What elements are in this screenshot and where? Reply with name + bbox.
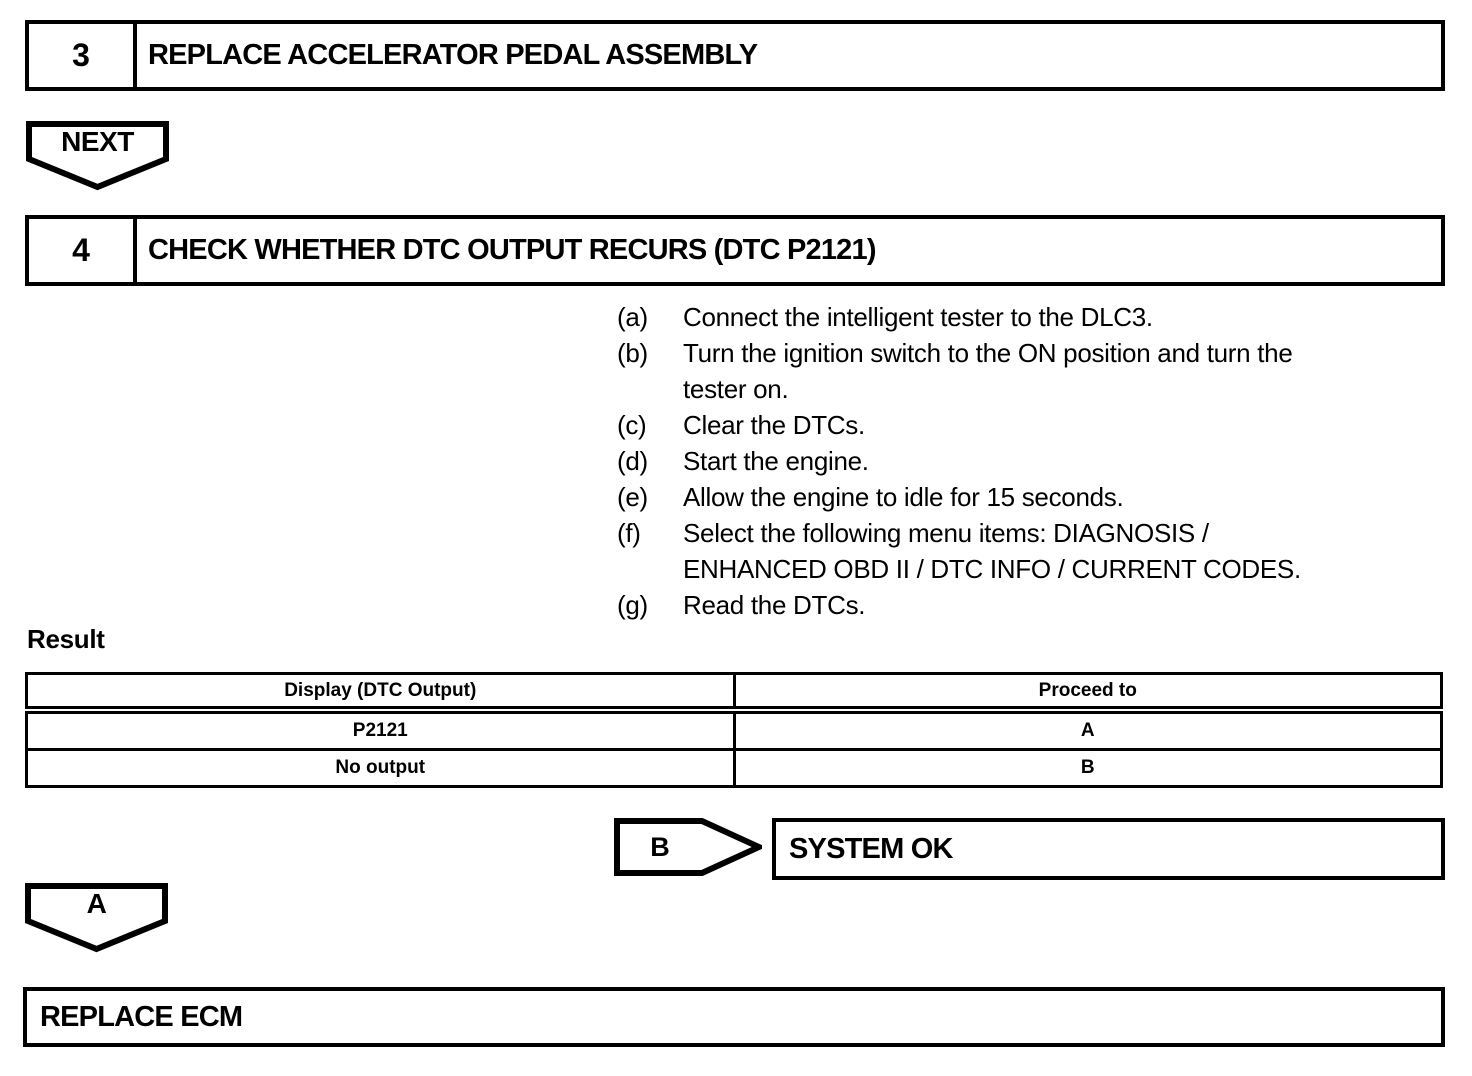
step-4-number: 4 [29,219,137,282]
instruction-text: Connect the intelligent tester to the DL… [683,302,1153,332]
instruction-text: Turn the ignition switch to the ON posit… [683,338,1293,404]
instruction-text: Allow the engine to idle for 15 seconds. [683,482,1124,512]
next-connector-icon [26,121,169,191]
branch-a-connector: A [25,883,168,953]
step-4-title: CHECK WHETHER DTC OUTPUT RECURS (DTC P21… [148,234,877,266]
result-table-col-display: Display (DTC Output) [25,672,736,714]
instruction-label: (g) [617,590,648,620]
instruction-label: (f) [617,518,641,548]
instruction-text: Read the DTCs. [683,590,866,620]
next-connector-label: NEXT [61,126,134,157]
result-row-proceed: B [732,748,1443,788]
result-table-col-proceed: Proceed to [732,672,1443,714]
instruction-text: Select the following menu items: DIAGNOS… [683,518,1301,584]
branch-b-label: B [650,831,670,862]
result-heading: Result [27,624,105,654]
branch-b-connector: B [614,818,762,876]
instruction-item: (g) Read the DTCs. [617,587,1457,623]
instruction-item: (b) Turn the ignition switch to the ON p… [617,335,1457,407]
instruction-item: (f) Select the following menu items: DIA… [617,515,1457,587]
step-4-header: 4 CHECK WHETHER DTC OUTPUT RECURS (DTC P… [25,215,1445,286]
system-ok-label: SYSTEM OK [789,832,953,865]
branch-a-connector-icon [25,883,168,953]
result-row-proceed: A [732,708,1443,751]
replace-ecm-box: REPLACE ECM [23,987,1445,1047]
table-row: P2121 A [25,708,1443,751]
instruction-list: (a) Connect the intelligent tester to th… [617,299,1457,623]
instruction-label: (e) [617,482,648,512]
instruction-item: (c) Clear the DTCs. [617,407,1457,443]
branch-b-arrow-icon [614,818,762,876]
instruction-label: (d) [617,446,648,476]
system-ok-box: SYSTEM OK [772,818,1445,880]
result-row-display: No output [25,748,736,788]
instruction-item: (a) Connect the intelligent tester to th… [617,299,1457,335]
step-3-header: 3 REPLACE ACCELERATOR PEDAL ASSEMBLY [25,20,1445,91]
instruction-text: Start the engine. [683,446,869,476]
instruction-label: (b) [617,338,648,368]
step-3-title: REPLACE ACCELERATOR PEDAL ASSEMBLY [148,39,758,71]
result-table-header-row: Display (DTC Output) Proceed to [25,672,1443,714]
instruction-item: (d) Start the engine. [617,443,1457,479]
replace-ecm-label: REPLACE ECM [40,1000,243,1033]
result-table: Display (DTC Output) Proceed to P2121 A … [25,672,1443,788]
instruction-label: (c) [617,410,647,440]
table-row: No output B [25,748,1443,788]
step-3-number: 3 [29,24,137,87]
instruction-item: (e) Allow the engine to idle for 15 seco… [617,479,1457,515]
result-row-display: P2121 [25,708,736,751]
next-connector: NEXT [26,121,169,191]
instruction-label: (a) [617,302,648,332]
instruction-text: Clear the DTCs. [683,410,865,440]
branch-a-label: A [86,888,107,919]
